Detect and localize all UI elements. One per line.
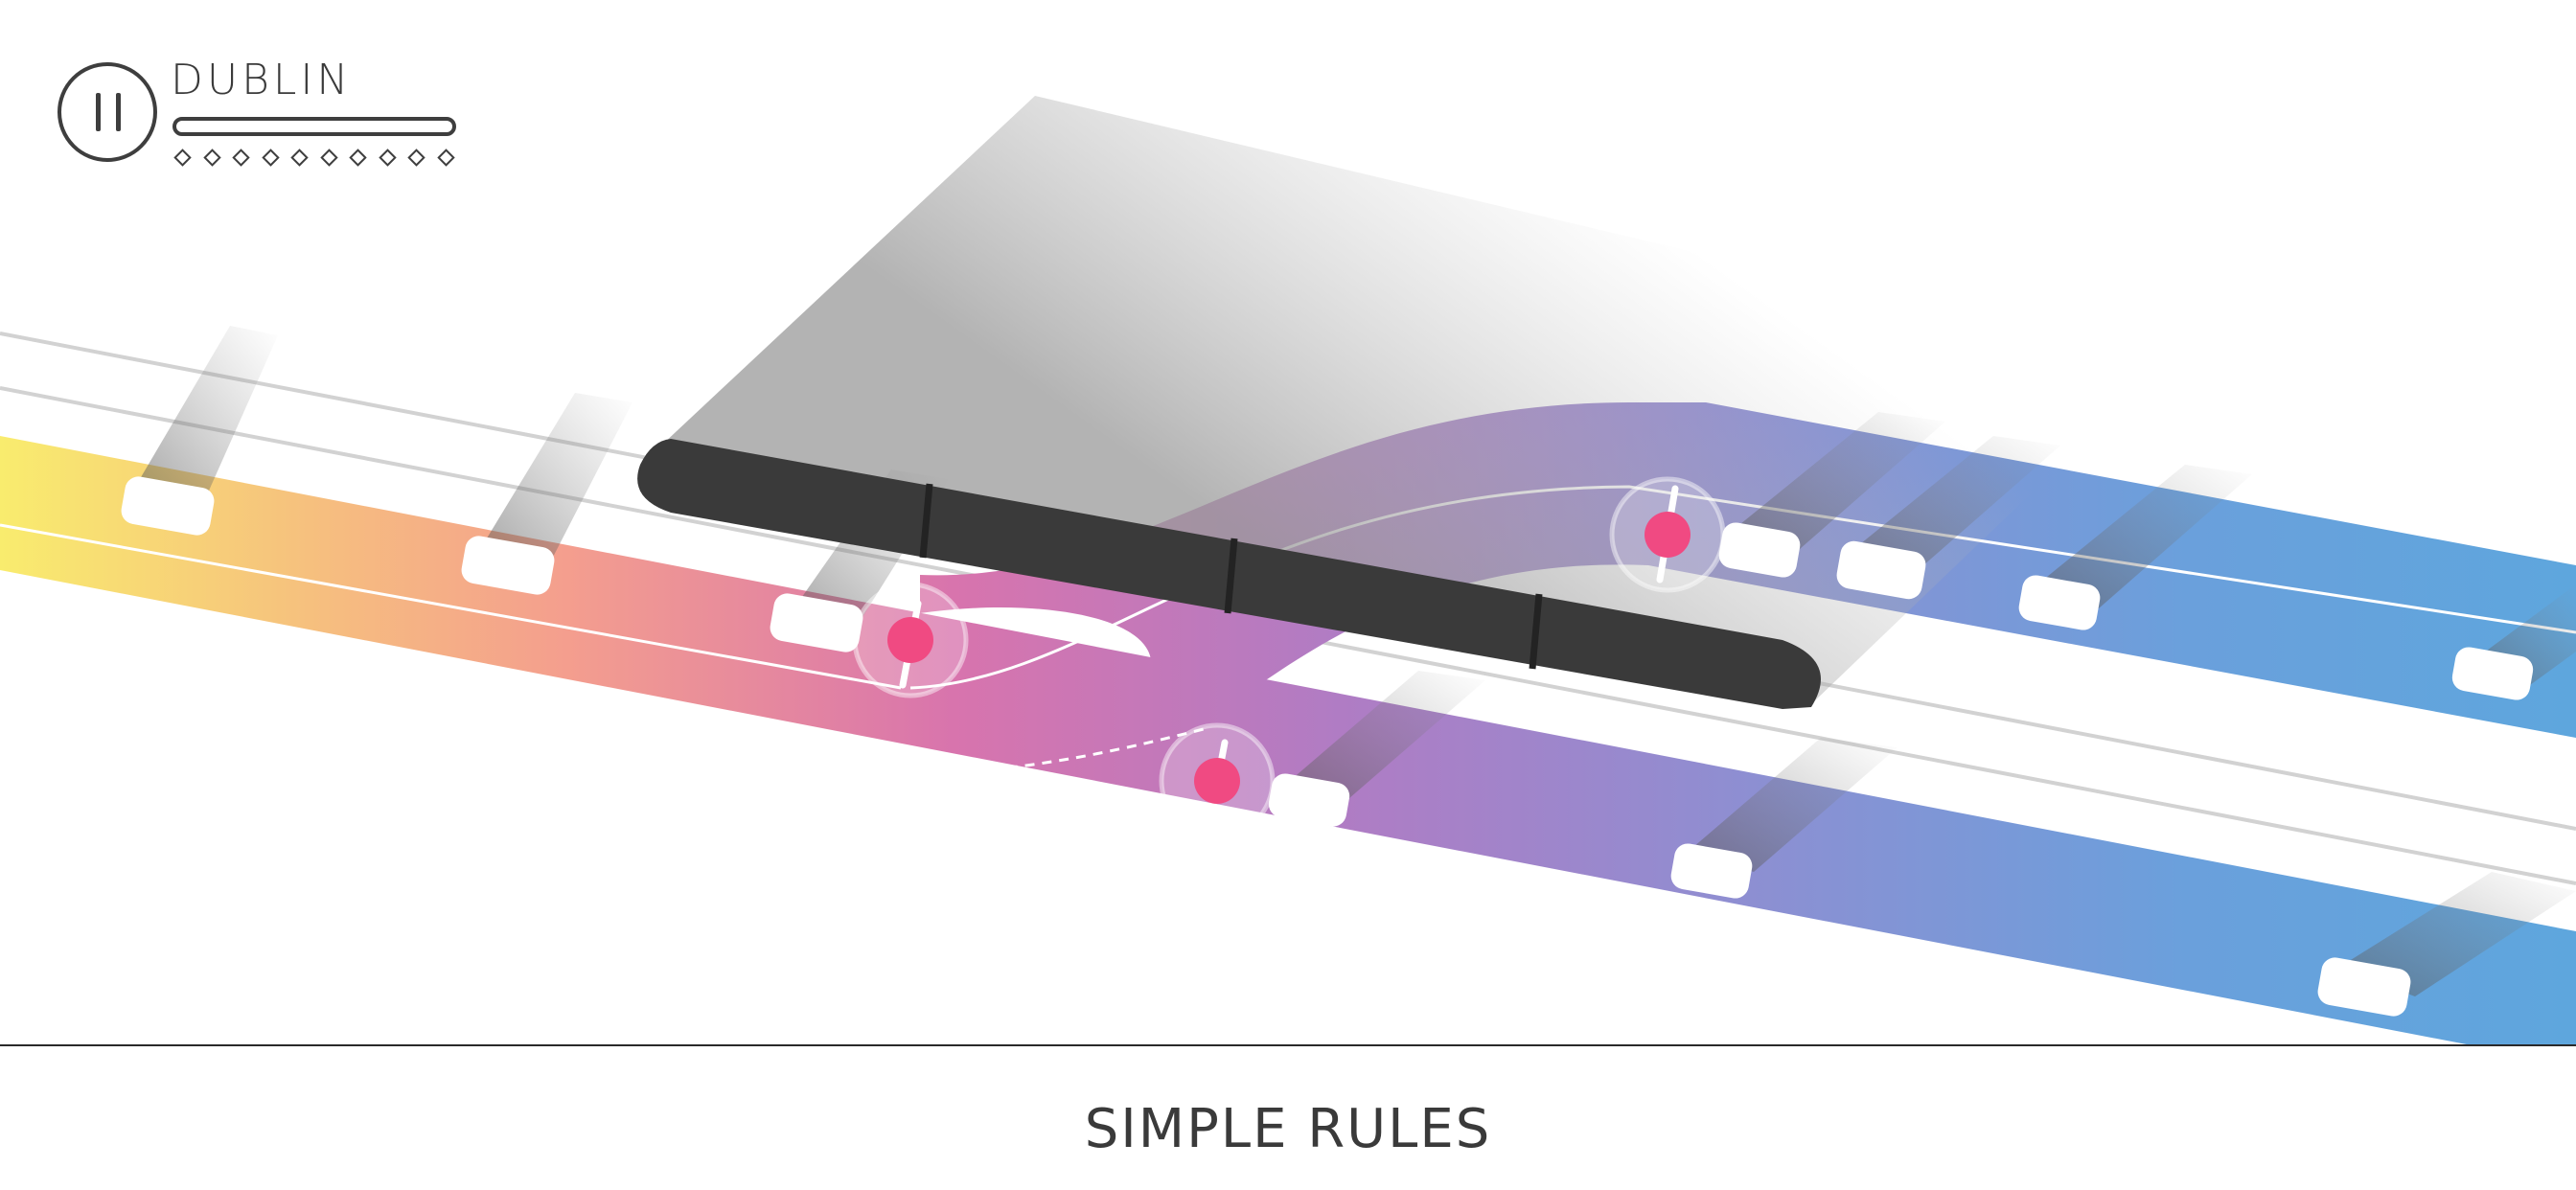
station (1836, 540, 1926, 600)
pause-icon (96, 93, 101, 131)
station (461, 536, 555, 595)
station (2317, 957, 2411, 1017)
station (2018, 575, 2101, 630)
station (121, 476, 215, 536)
footer: SIMPLE RULES (0, 1044, 2576, 1190)
station (2451, 647, 2534, 700)
pause-button[interactable] (58, 62, 157, 162)
metro-line-lower (0, 436, 2576, 1065)
switch-1[interactable] (852, 582, 969, 698)
station (1718, 522, 1801, 578)
station (770, 593, 863, 652)
station (1268, 773, 1350, 827)
station (1670, 843, 1753, 899)
switch-2[interactable] (1609, 476, 1726, 593)
bridge[interactable] (637, 439, 1821, 709)
switch-3[interactable] (1159, 722, 1276, 839)
pause-icon (116, 93, 121, 131)
stations (121, 476, 2534, 1017)
footer-caption: SIMPLE RULES (1084, 1098, 1492, 1160)
